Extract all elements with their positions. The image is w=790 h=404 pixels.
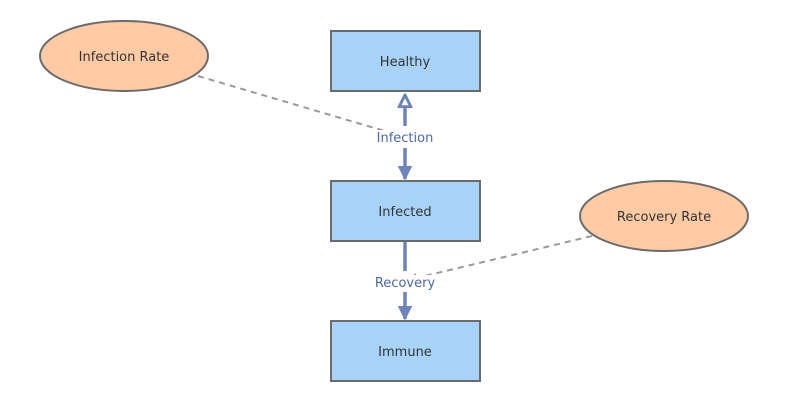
parameter-infection-rate-label: Infection Rate [79, 50, 170, 65]
stock-immune[interactable]: Immune [330, 320, 481, 382]
flow-label-recovery-background [372, 275, 438, 292]
flow-label-infection: Infection [377, 131, 434, 146]
stock-infected[interactable]: Infected [330, 180, 481, 242]
stock-infected-label: Infected [378, 205, 431, 220]
link-recovery-rate-to-recovery[interactable] [407, 235, 593, 283]
stock-healthy-label: Healthy [380, 55, 431, 70]
parameter-recovery-rate[interactable]: Recovery Rate [579, 180, 749, 252]
parameter-infection-rate[interactable]: Infection Rate [39, 20, 209, 92]
flow-label-recovery: Recovery [375, 276, 436, 291]
parameter-recovery-rate-label: Recovery Rate [617, 210, 711, 225]
stock-healthy[interactable]: Healthy [330, 30, 481, 92]
link-infection-rate-to-infection[interactable] [197, 75, 406, 140]
stock-immune-label: Immune [378, 345, 432, 360]
flow-label-infection-background [374, 130, 436, 147]
